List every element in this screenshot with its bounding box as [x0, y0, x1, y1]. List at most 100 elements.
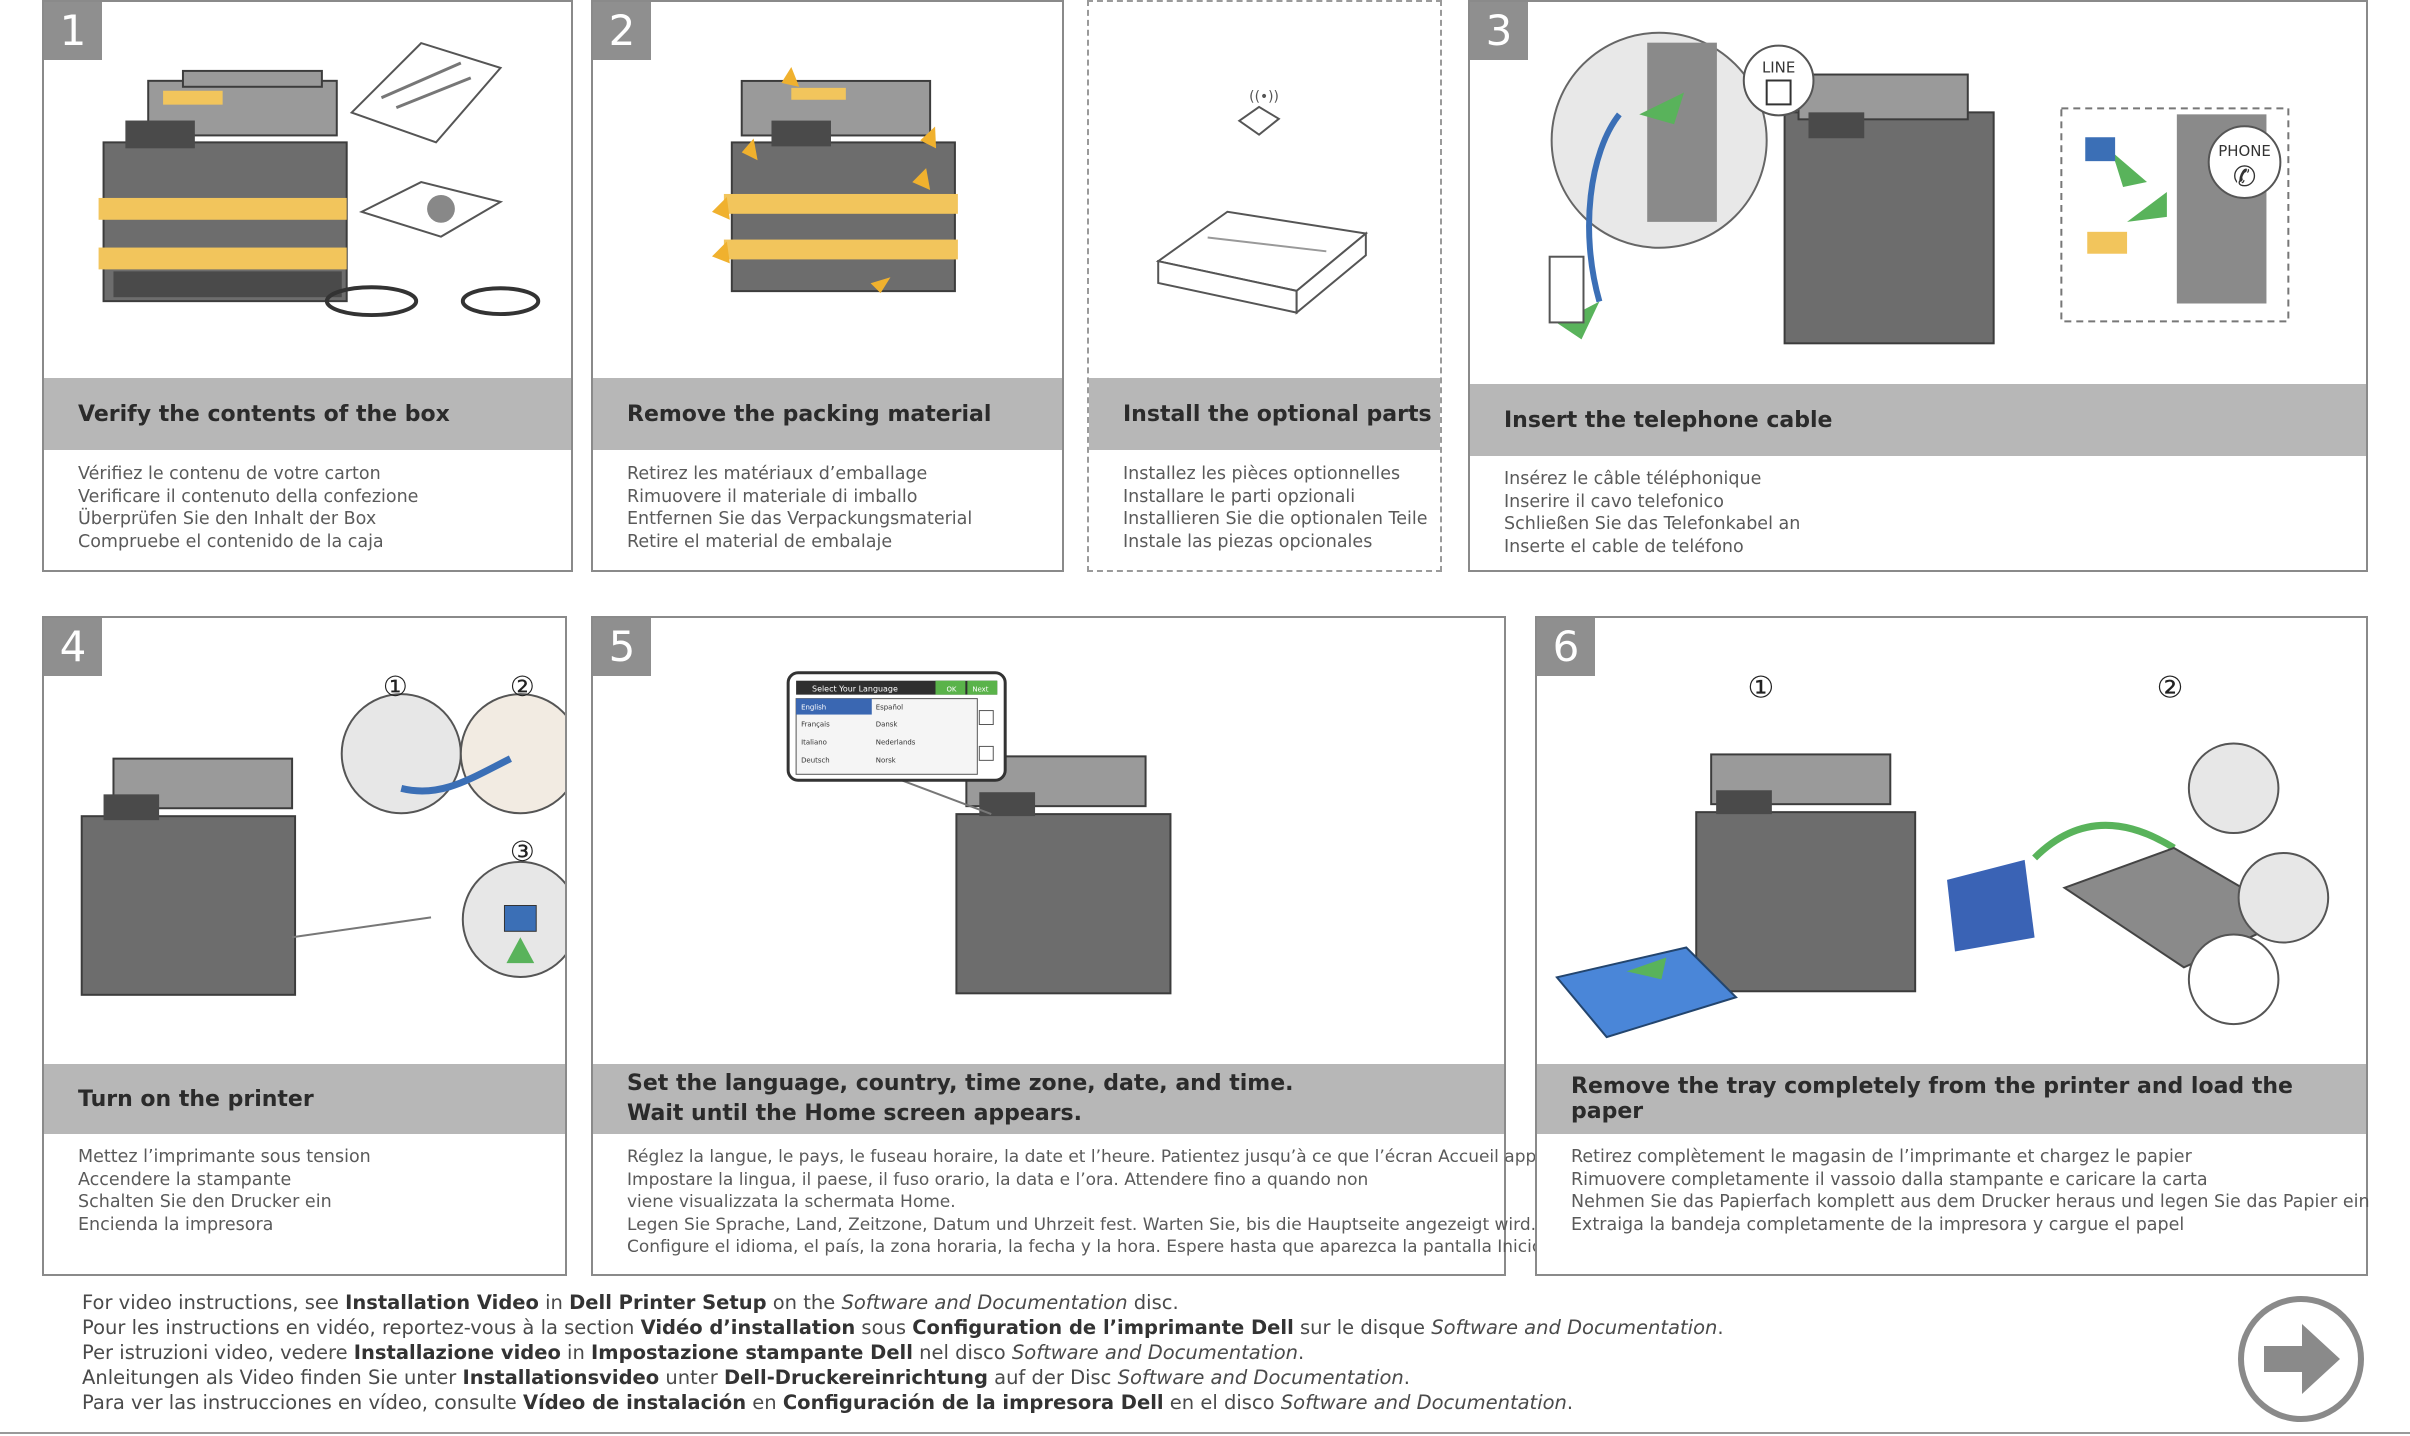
step-3-panel: 3 LINE PHONE ✆ Insert the telephone ca [1468, 0, 2368, 572]
language-option[interactable]: Norsk [876, 756, 896, 764]
language-option[interactable]: Dansk [876, 721, 898, 729]
description-de: Schalten Sie den Drucker ein [78, 1192, 332, 1212]
footer-line-fr: Pour les instructions en vidéo, reportez… [82, 1316, 1724, 1339]
arrow-right-circle-icon [2264, 1324, 2340, 1394]
footer-line-en: For video instructions, see Installation… [82, 1291, 1179, 1314]
description-es: Inserte el cable de teléfono [1504, 536, 1744, 557]
step-title: Verify the contents of the box [44, 378, 571, 450]
substep-3-marker: ③ [510, 835, 535, 868]
box-contents-illustration [44, 2, 571, 378]
substep-2-marker: ② [2157, 671, 2184, 706]
step-description: Retirez les matériaux d’emballage Rimuov… [627, 463, 1052, 553]
step-number: 4 [44, 618, 102, 676]
step-number: 2 [593, 2, 651, 60]
step-description: Retirez complètement le magasin de l’imp… [1571, 1146, 2370, 1236]
step-number: 3 [1470, 2, 1528, 60]
phone-icon: ✆ [2233, 160, 2256, 193]
language-option[interactable]: Nederlands [876, 738, 916, 746]
scroll-down-button[interactable] [978, 745, 994, 761]
description-es: Instale las piezas opcionales [1123, 531, 1373, 552]
description-es: Encienda la impresora [78, 1214, 274, 1235]
installation-video-link: Installation Video [345, 1291, 539, 1314]
printer-box-contents-image [98, 41, 541, 318]
telephone-cable-image: LINE PHONE ✆ [1548, 31, 2290, 345]
description-de: Überprüfen Sie den Inhalt der Box [78, 509, 377, 529]
paper-tray-illustration: ① ② [1537, 618, 2366, 1064]
step-title: Remove the packing material [593, 378, 1062, 450]
description-it: Impostare la lingua, il paese, il fuso o… [627, 1169, 1369, 1213]
footer-line-es: Para ver las instrucciones en vídeo, con… [82, 1391, 1574, 1414]
step-description: Mettez l’imprimante sous tension Accende… [78, 1146, 555, 1236]
description-it: Inserire il cavo telefonico [1504, 491, 1724, 512]
next-page-button[interactable] [2238, 1296, 2364, 1422]
description-fr: Retirez complètement le magasin de l’imp… [1571, 1147, 2192, 1167]
screen-next-button[interactable]: Next [972, 686, 988, 694]
description-fr: Réglez la langue, le pays, le fuseau hor… [627, 1147, 1603, 1167]
description-de: Entfernen Sie das Verpackungsmaterial [627, 509, 973, 529]
bottom-divider [0, 1432, 2410, 1434]
step-title: Remove the tray completely from the prin… [1537, 1064, 2366, 1134]
language-option[interactable]: Italiano [801, 738, 827, 746]
footer-line-de: Anleitungen als Video finden Sie unter I… [82, 1366, 1410, 1389]
phone-port-label: PHONE [2218, 142, 2271, 160]
screen-title: Select Your Language [812, 685, 898, 694]
description-it: Accendere la stampante [78, 1169, 292, 1190]
substep-1-marker: ① [1748, 671, 1775, 706]
step-title: Install the optional parts [1089, 378, 1440, 450]
substep-2-marker: ② [510, 670, 535, 703]
language-option[interactable]: Español [876, 704, 903, 712]
packing-removal-illustration [593, 2, 1062, 378]
footer-line-it: Per istruzioni video, vedere Installazio… [82, 1341, 1305, 1364]
scroll-up-button[interactable] [978, 710, 994, 726]
description-fr: Installez les pièces optionnelles [1123, 464, 1401, 484]
description-fr: Retirez les matériaux d’emballage [627, 464, 928, 484]
optional-parts-panel: ((•)) Install the optional parts Install… [1087, 0, 1442, 572]
step-4-panel: 4 ① ② ③ Turn on the printer Mettez l’imp… [42, 616, 567, 1276]
step-1-panel: 1 Verify the contents of the box Vérifie… [42, 0, 573, 572]
description-es: Extraiga la bandeja completamente de la … [1571, 1214, 2185, 1235]
description-it: Verificare il contenuto della confezione [78, 486, 419, 507]
printer-power-on-image: ① ② ③ [80, 670, 565, 996]
wireless-adapter-and-tray-image: ((•)) [1155, 89, 1369, 315]
language-option[interactable]: Deutsch [801, 756, 830, 764]
telephone-cable-illustration: LINE PHONE ✆ [1470, 2, 2366, 384]
description-de: Schließen Sie das Telefonkabel an [1504, 514, 1801, 534]
step-title: Set the language, country, time zone, da… [593, 1064, 1504, 1134]
step-number: 5 [593, 618, 651, 676]
language-option[interactable]: Français [801, 721, 830, 729]
printer-panel-setup-image: Select Your Language OK Next English Esp… [786, 671, 1172, 995]
step-description: Réglez la langue, le pays, le fuseau hor… [627, 1146, 1603, 1259]
power-on-illustration: ① ② ③ [44, 618, 565, 1064]
description-it: Rimuovere il materiale di imballo [627, 486, 918, 507]
description-it: Rimuovere completamente il vassoio dalla… [1571, 1169, 2208, 1190]
description-it: Installare le parti opzionali [1123, 486, 1356, 507]
step-title-line-2: Wait until the Home screen appears. [627, 1101, 1082, 1126]
screen-ok-button[interactable]: OK [946, 686, 956, 694]
description-de: Nehmen Sie das Papierfach komplett aus d… [1571, 1192, 2370, 1212]
printer-packing-image [711, 67, 958, 294]
description-es: Compruebe el contenido de la caja [78, 531, 384, 552]
step-6-panel: 6 ① ② Remove the tray completely from th… [1535, 616, 2370, 1276]
language-setup-illustration: Select Your Language OK Next English Esp… [593, 618, 1504, 1064]
step-5-panel: 5 Select Your Language OK Next English E… [591, 616, 1603, 1276]
language-option[interactable]: English [801, 704, 826, 712]
step-description: Insérez le câble téléphonique Inserire i… [1504, 468, 2356, 558]
tray-and-paper-image: ① ② [1555, 671, 2330, 1039]
description-fr: Mettez l’imprimante sous tension [78, 1147, 371, 1167]
svg-text:((•)): ((•)) [1249, 89, 1279, 105]
step-number: 6 [1537, 618, 1595, 676]
step-title: Turn on the printer [44, 1064, 565, 1134]
step-number: 1 [44, 2, 102, 60]
line-port-label: LINE [1762, 59, 1795, 77]
step-title-line-1: Set the language, country, time zone, da… [627, 1071, 1294, 1096]
description-fr: Vérifiez le contenu de votre carton [78, 464, 381, 484]
description-de: Installieren Sie die optionalen Teile [1123, 509, 1428, 529]
description-es: Retire el material de embalaje [627, 531, 893, 552]
substep-1-marker: ① [383, 670, 408, 703]
step-2-panel: 2 Remove the packing material Retirez le… [591, 0, 1064, 572]
step-description: Vérifiez le contenu de votre carton Veri… [78, 463, 561, 553]
video-instructions-footer: For video instructions, see Installation… [82, 1290, 1724, 1415]
description-de: Legen Sie Sprache, Land, Zeitzone, Datum… [627, 1214, 1537, 1235]
description-es: Configure el idioma, el país, la zona ho… [627, 1237, 1548, 1257]
step-description: Installez les pièces optionnelles Instal… [1123, 463, 1430, 553]
